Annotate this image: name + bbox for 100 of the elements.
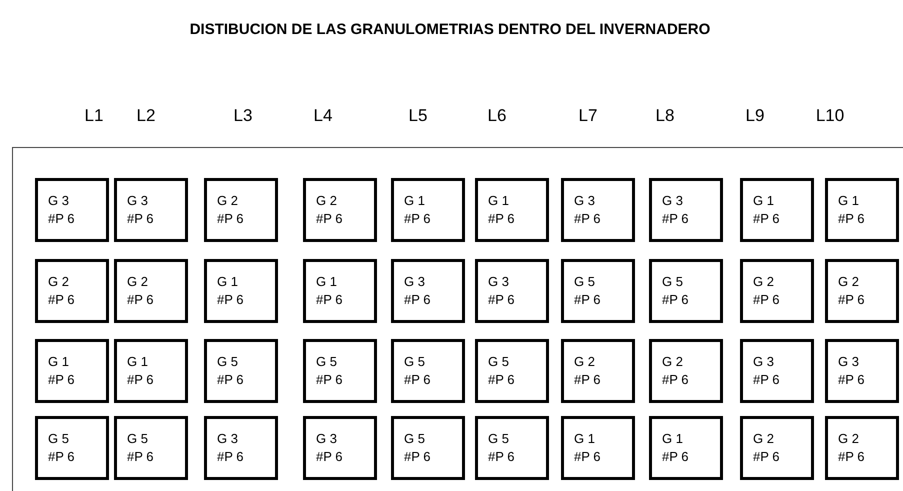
plot-label: G 2 xyxy=(752,430,775,448)
plot-label: #P 6 xyxy=(837,448,866,466)
plot-box xyxy=(35,259,109,323)
plot-label: G 2 xyxy=(47,273,70,291)
plot-label: #P 6 xyxy=(216,371,245,389)
row-label: L3 xyxy=(234,106,252,126)
plot-label: #P 6 xyxy=(403,291,432,309)
plot-label: #P 6 xyxy=(315,291,344,309)
plot-box xyxy=(204,259,278,323)
plot-box xyxy=(475,178,549,242)
plot-label: #P 6 xyxy=(661,448,690,466)
plot-box xyxy=(825,178,899,242)
plot-label: G 5 xyxy=(47,430,70,448)
plot-label: #P 6 xyxy=(403,210,432,228)
plot-box xyxy=(740,416,814,480)
plot-box xyxy=(35,416,109,480)
plot-label: G 1 xyxy=(315,273,338,291)
row-label: L6 xyxy=(488,106,506,126)
plot-label: G 1 xyxy=(837,192,860,210)
plot-label: G 3 xyxy=(752,353,775,371)
plot-box xyxy=(561,416,635,480)
plot-box xyxy=(391,178,465,242)
plot-label: #P 6 xyxy=(126,291,155,309)
row-label: L9 xyxy=(746,106,764,126)
plot-label: G 1 xyxy=(47,353,70,371)
plot-label: #P 6 xyxy=(315,448,344,466)
plot-label: G 2 xyxy=(837,273,860,291)
plot-label: G 2 xyxy=(661,353,684,371)
plot-label: G 3 xyxy=(487,273,510,291)
plot-box xyxy=(114,339,188,403)
plot-label: #P 6 xyxy=(487,448,516,466)
plot-box xyxy=(740,178,814,242)
plot-label: G 5 xyxy=(126,430,149,448)
plot-label: #P 6 xyxy=(487,210,516,228)
plot-label: #P 6 xyxy=(47,448,76,466)
plot-label: #P 6 xyxy=(573,210,602,228)
plot-box xyxy=(303,259,377,323)
plot-label: #P 6 xyxy=(315,371,344,389)
plot-label: G 3 xyxy=(661,192,684,210)
plot-label: #P 6 xyxy=(315,210,344,228)
plot-box xyxy=(825,259,899,323)
plot-label: #P 6 xyxy=(752,210,781,228)
plot-label: G 1 xyxy=(126,353,149,371)
row-label: L4 xyxy=(314,106,332,126)
plot-label: G 5 xyxy=(487,353,510,371)
plot-label: G 5 xyxy=(487,430,510,448)
plot-label: G 2 xyxy=(216,192,239,210)
plot-box xyxy=(114,416,188,480)
plot-label: #P 6 xyxy=(403,448,432,466)
plot-box xyxy=(204,339,278,403)
plot-label: G 5 xyxy=(573,273,596,291)
plot-box xyxy=(649,416,723,480)
plot-label: #P 6 xyxy=(752,371,781,389)
plot-label: #P 6 xyxy=(487,371,516,389)
plot-label: G 5 xyxy=(403,430,426,448)
plot-label: G 1 xyxy=(661,430,684,448)
plot-box xyxy=(649,339,723,403)
plot-label: G 3 xyxy=(47,192,70,210)
plot-box xyxy=(475,259,549,323)
plot-label: #P 6 xyxy=(403,371,432,389)
plot-box xyxy=(114,259,188,323)
plot-box xyxy=(475,416,549,480)
plot-label: G 3 xyxy=(126,192,149,210)
plot-label: #P 6 xyxy=(47,210,76,228)
plot-label: #P 6 xyxy=(573,371,602,389)
plot-label: #P 6 xyxy=(216,210,245,228)
plot-box xyxy=(114,178,188,242)
plot-label: G 1 xyxy=(573,430,596,448)
plot-label: G 3 xyxy=(315,430,338,448)
plot-box xyxy=(649,178,723,242)
plot-box xyxy=(391,339,465,403)
plot-label: #P 6 xyxy=(47,291,76,309)
row-label: L8 xyxy=(656,106,674,126)
plot-label: #P 6 xyxy=(126,210,155,228)
plot-box xyxy=(391,259,465,323)
plot-box xyxy=(35,339,109,403)
plot-label: #P 6 xyxy=(573,291,602,309)
plot-box xyxy=(649,259,723,323)
row-label: L1 xyxy=(84,106,104,126)
plot-label: #P 6 xyxy=(837,371,866,389)
plot-label: G 1 xyxy=(216,273,239,291)
plot-label: #P 6 xyxy=(126,371,155,389)
plot-box xyxy=(825,339,899,403)
plot-box xyxy=(825,416,899,480)
plot-label: #P 6 xyxy=(837,291,866,309)
plot-label: G 3 xyxy=(403,273,426,291)
row-label: L5 xyxy=(408,106,428,126)
plot-label: #P 6 xyxy=(47,371,76,389)
plot-box xyxy=(204,178,278,242)
plot-box xyxy=(475,339,549,403)
plot-label: G 1 xyxy=(403,192,426,210)
plot-label: G 3 xyxy=(837,353,860,371)
plot-box xyxy=(204,416,278,480)
plot-label: G 1 xyxy=(487,192,510,210)
plot-label: #P 6 xyxy=(487,291,516,309)
row-label: L7 xyxy=(578,106,598,126)
plot-box xyxy=(303,178,377,242)
plot-label: #P 6 xyxy=(837,210,866,228)
plot-label: #P 6 xyxy=(573,448,602,466)
plot-box xyxy=(740,259,814,323)
